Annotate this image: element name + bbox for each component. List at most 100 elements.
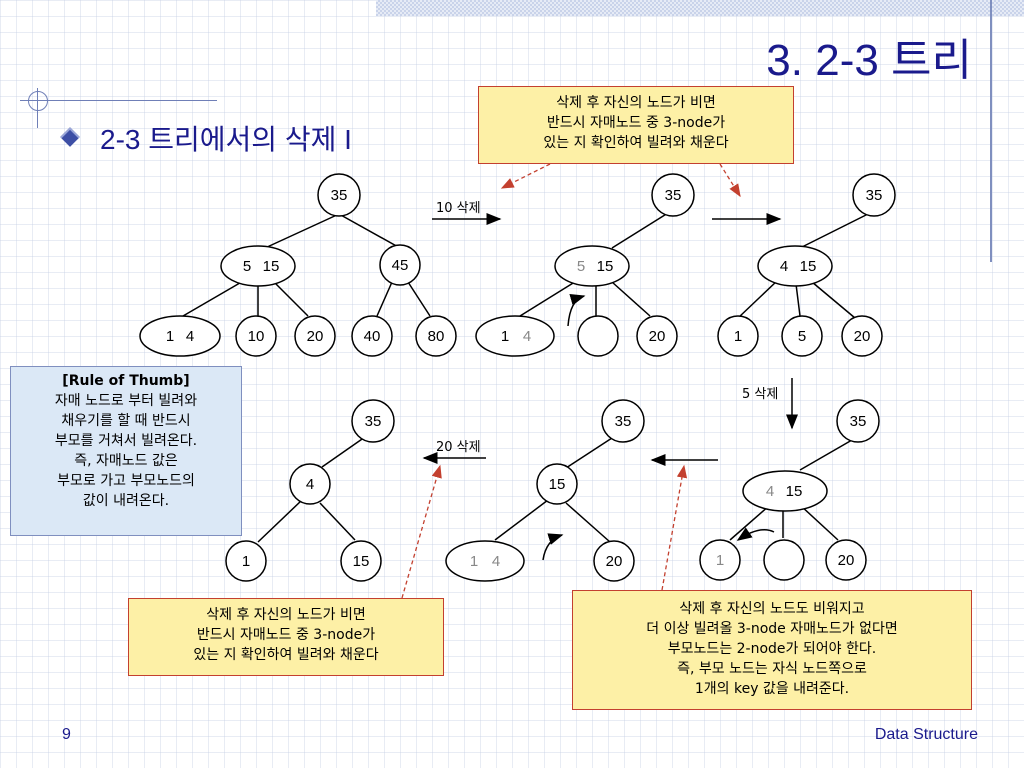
tree-node bbox=[351, 315, 393, 357]
note-bottom-left: 삭제 후 자신의 노드가 비면 반드시 자매노드 중 3-node가 있는 지 … bbox=[128, 598, 444, 676]
tree-node bbox=[225, 540, 267, 582]
node-label: 10 bbox=[248, 328, 265, 345]
tree-node bbox=[379, 244, 421, 286]
tree-node bbox=[651, 173, 695, 217]
tree-node bbox=[841, 315, 883, 357]
node-label: 1 bbox=[470, 553, 478, 570]
right-decor-line bbox=[990, 0, 992, 262]
tree-node bbox=[717, 315, 759, 357]
edge bbox=[611, 212, 669, 249]
edge bbox=[338, 213, 401, 249]
node-label: 15 bbox=[549, 476, 566, 493]
node-label: 4 bbox=[492, 553, 500, 570]
rule-line: 부모를 거쳐서 빌려온다. bbox=[54, 433, 198, 449]
tree-node bbox=[235, 315, 277, 357]
node-label: 5 bbox=[577, 258, 585, 275]
note-pointer bbox=[719, 163, 741, 198]
tree-node bbox=[636, 315, 678, 357]
tree-node bbox=[825, 539, 867, 581]
tree-node bbox=[763, 539, 805, 581]
tree-node bbox=[742, 470, 828, 512]
edge bbox=[182, 279, 246, 317]
tree-node bbox=[852, 173, 896, 217]
edge bbox=[271, 279, 309, 317]
note-pointer bbox=[661, 464, 688, 591]
operation-label: 10 삭제 bbox=[436, 201, 481, 216]
edge bbox=[565, 437, 613, 469]
edge bbox=[321, 436, 366, 468]
tree-node bbox=[536, 463, 578, 505]
edge bbox=[565, 502, 611, 543]
note-line: 더 이상 빌려올 3-node 자매노드가 없다면 bbox=[646, 621, 898, 637]
tree-node bbox=[757, 245, 833, 287]
note-line: 반드시 자매노드 중 3-node가 bbox=[546, 115, 726, 131]
rule-line: 자매 노드로 부터 빌려와 bbox=[54, 393, 198, 409]
note-bottom-right: 삭제 후 자신의 노드도 비워지고 더 이상 빌려올 3-node 자매노드가 … bbox=[572, 590, 972, 710]
tree-node bbox=[294, 315, 336, 357]
footer-course: Data Structure bbox=[874, 726, 978, 743]
tree-node bbox=[554, 245, 630, 287]
edge bbox=[319, 502, 356, 541]
node-label: 20 bbox=[649, 328, 666, 345]
edge bbox=[811, 281, 856, 319]
note-top: 삭제 후 자신의 노드가 비면 반드시 자매노드 중 3-node가 있는 지 … bbox=[478, 86, 794, 164]
node-label: 35 bbox=[365, 413, 382, 430]
edge bbox=[407, 281, 431, 317]
node-label: 1 bbox=[734, 328, 742, 345]
rule-line: 값이 내려온다. bbox=[82, 493, 170, 509]
node-label: 5 bbox=[243, 258, 251, 275]
node-label: 15 bbox=[786, 483, 803, 500]
edge bbox=[799, 212, 871, 249]
tree-node bbox=[139, 315, 221, 357]
node-label: 20 bbox=[307, 328, 324, 345]
note-line: 즉, 부모 노드는 자식 노드쪽으로 bbox=[677, 661, 867, 677]
note-pointer bbox=[500, 163, 551, 189]
node-label: 45 bbox=[392, 257, 409, 274]
node-label: 40 bbox=[364, 328, 381, 345]
node-label: 35 bbox=[665, 187, 682, 204]
edge bbox=[494, 499, 549, 541]
edge bbox=[799, 439, 853, 471]
slide-title: 3. 2-3 트리 bbox=[766, 36, 972, 85]
note-line: 부모노드는 2-node가 되어야 한다. bbox=[667, 641, 877, 657]
note-line: 있는 지 확인하여 빌려와 채운다 bbox=[193, 647, 379, 663]
tree-node bbox=[415, 315, 457, 357]
node-label: 20 bbox=[838, 552, 855, 569]
operation-label: 20 삭제 bbox=[436, 440, 481, 455]
tree-node bbox=[220, 245, 296, 287]
node-label: 35 bbox=[866, 187, 883, 204]
note-line: 삭제 후 자신의 노드가 비면 bbox=[556, 95, 716, 111]
edge bbox=[264, 213, 340, 249]
note-line: 있는 지 확인하여 빌려와 채운다 bbox=[543, 135, 729, 151]
note-line: 삭제 후 자신의 노드도 비워지고 bbox=[679, 601, 865, 617]
node-label: 15 bbox=[353, 553, 370, 570]
edge bbox=[257, 499, 303, 543]
node-label: 20 bbox=[854, 328, 871, 345]
tree-node bbox=[601, 399, 645, 443]
node-label: 1 bbox=[166, 328, 174, 345]
tree-node bbox=[289, 463, 331, 505]
edge bbox=[737, 279, 779, 319]
top-decor-bar bbox=[376, 0, 1024, 16]
rule-line: 즉, 자매노드 값은 bbox=[74, 453, 178, 469]
tree-node bbox=[577, 315, 619, 357]
node-label: 4 bbox=[186, 328, 194, 345]
decor-circle bbox=[28, 91, 48, 111]
tree-node bbox=[836, 399, 880, 443]
node-label: 4 bbox=[780, 258, 788, 275]
node-label: 4 bbox=[306, 476, 314, 493]
node-label: 1 bbox=[501, 328, 509, 345]
rule-header: [Rule of Thumb] bbox=[62, 373, 190, 389]
node-label: 35 bbox=[331, 187, 348, 204]
borrow-arrow bbox=[736, 527, 775, 541]
tree-node bbox=[475, 315, 555, 357]
node-label: 5 bbox=[798, 328, 806, 345]
note-line: 삭제 후 자신의 노드가 비면 bbox=[206, 607, 366, 623]
tree-node bbox=[317, 173, 361, 217]
node-label: 35 bbox=[850, 413, 867, 430]
tree-node bbox=[593, 540, 635, 582]
node-label: 80 bbox=[428, 328, 445, 345]
node-label: 4 bbox=[766, 483, 774, 500]
node-label: 15 bbox=[263, 258, 280, 275]
